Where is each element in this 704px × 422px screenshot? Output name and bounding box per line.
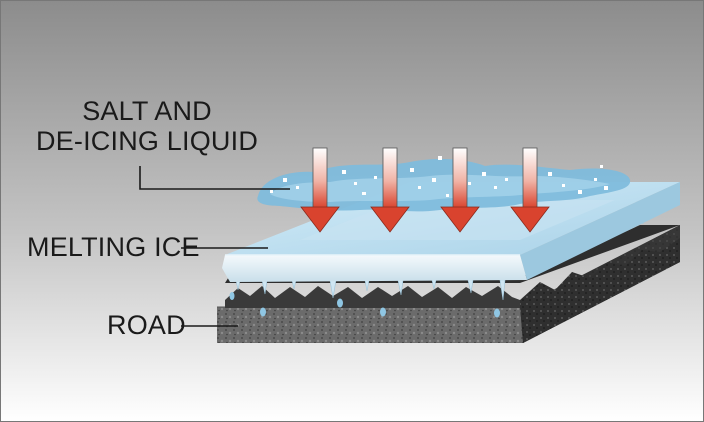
arrow-1 — [300, 147, 340, 233]
arrow-2 — [370, 147, 410, 233]
water-drops — [229, 292, 500, 318]
arrow-3 — [440, 147, 480, 233]
label-road: ROAD — [107, 310, 186, 340]
label-salt-line1: SALT AND — [82, 96, 212, 126]
label-salt-and-deicing-liquid: SALT AND DE-ICING LIQUID — [36, 96, 258, 156]
leader-lines — [139, 166, 290, 327]
label-melting-ice: MELTING ICE — [27, 232, 200, 262]
arrow-4 — [510, 147, 550, 233]
label-salt-line2: DE-ICING LIQUID — [36, 126, 259, 156]
leader-line-salt — [139, 166, 290, 190]
